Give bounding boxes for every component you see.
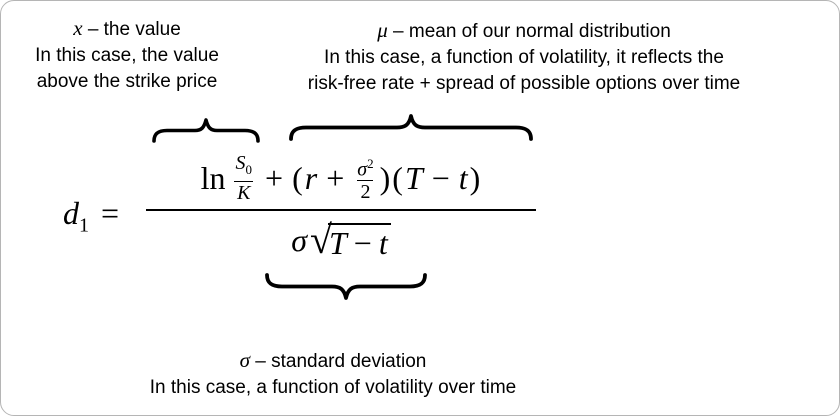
- t-radicand: t: [378, 225, 388, 261]
- annotation-sigma: σ – standard deviation In this case, a f…: [93, 347, 573, 401]
- sigma-denominator: σ: [291, 221, 308, 258]
- K-variable: K: [234, 181, 254, 204]
- t-variable: t: [458, 159, 468, 196]
- sigma-variable: σ: [357, 158, 368, 181]
- annotation-mu: μ – mean of our normal distribution In t…: [241, 17, 807, 97]
- equals-sign: =: [101, 195, 120, 231]
- sigma-symbol: σ: [239, 348, 250, 372]
- numerator: ln S0 K + ( r + σ2 2 ) ( T − t ): [201, 148, 482, 208]
- mu-definition: – mean of our normal distribution: [393, 21, 671, 42]
- r-variable: r: [304, 159, 318, 196]
- plus-sign-2: +: [326, 159, 345, 196]
- x-symbol: x: [73, 16, 83, 40]
- annotation-mu-line2: In this case, a function of volatility, …: [324, 47, 724, 68]
- S-variable: S: [235, 152, 246, 174]
- d-subscript: 1: [79, 214, 89, 237]
- minus-sign-2: −: [353, 225, 372, 261]
- sigma-squared-over-2-fraction: σ2 2: [354, 153, 376, 204]
- underbrace-icon: [265, 273, 427, 300]
- formula-lhs: d1 =: [63, 193, 119, 245]
- denominator: σ √ T − t: [291, 214, 391, 266]
- annotation-sigma-line2: In this case, a function of volatility o…: [149, 377, 517, 398]
- annotation-mu-line1: μ – mean of our normal distribution: [241, 17, 807, 45]
- close-paren: ): [379, 159, 391, 196]
- fraction: ln S0 K + ( r + σ2 2 ) ( T − t ) σ √: [146, 148, 536, 266]
- x-definition: – the value: [87, 19, 181, 40]
- open-paren-2: (: [392, 159, 403, 196]
- annotation-x-line1: x – the value: [9, 15, 245, 43]
- two-denominator: 2: [357, 180, 374, 203]
- sqrt-term: √ T − t: [310, 220, 391, 260]
- s0-over-k-fraction: S0 K: [233, 152, 256, 204]
- open-paren: (: [292, 159, 303, 196]
- close-paren-2: ): [469, 159, 481, 196]
- radical-sign: √: [310, 217, 332, 262]
- ln-operator: ln: [200, 159, 226, 196]
- T-variable: T: [404, 159, 423, 196]
- annotation-x: x – the value In this case, the value ab…: [9, 15, 245, 95]
- sigma-squared-numerator: σ2: [354, 153, 376, 181]
- s0-numerator: S0: [233, 152, 256, 181]
- annotation-sigma-line1: σ – standard deviation: [93, 347, 573, 375]
- annotation-mu-line3: risk-free rate + spread of possible opti…: [307, 73, 741, 94]
- overbrace-large-icon: [289, 114, 533, 141]
- S-subscript: 0: [245, 162, 253, 177]
- annotation-x-line3: above the strike price: [36, 71, 218, 92]
- minus-sign: −: [431, 159, 450, 196]
- d-variable: d: [63, 195, 79, 231]
- fraction-bar: [146, 209, 536, 211]
- T-radicand: T: [329, 225, 347, 261]
- plus-sign: +: [265, 159, 284, 196]
- mu-symbol: μ: [377, 18, 388, 42]
- annotation-x-line2: In this case, the value: [35, 45, 219, 66]
- overbrace-small-icon: [152, 118, 260, 143]
- sigma-definition: – standard deviation: [255, 351, 427, 372]
- radicand: T − t: [328, 223, 391, 260]
- sigma-exponent: 2: [367, 155, 374, 171]
